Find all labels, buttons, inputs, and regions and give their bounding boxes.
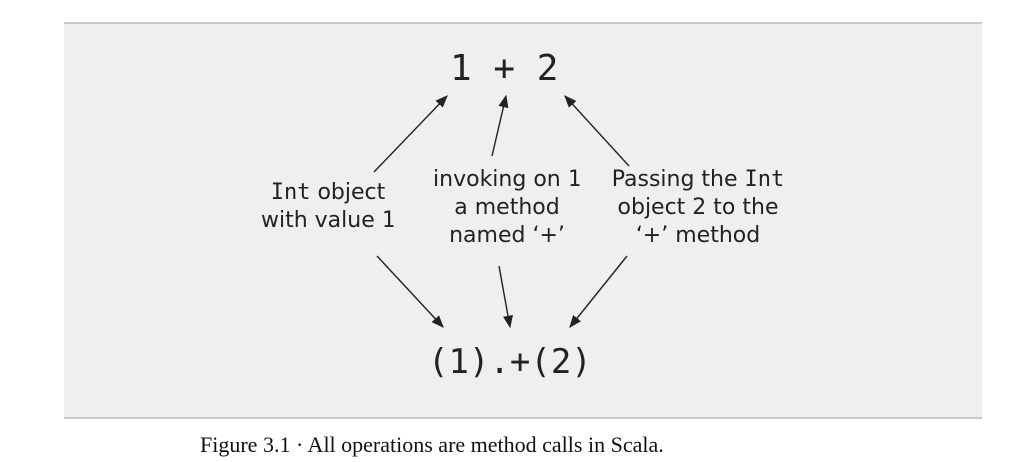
left-label-code: Int: [270, 180, 311, 205]
arrow-right-up: [564, 95, 630, 167]
middle-label-line-1: invoking on 1: [418, 166, 596, 194]
left-label-line-2: with value 1: [248, 207, 408, 235]
bottom-rule: [64, 417, 982, 419]
middle-label-code: 1: [567, 167, 581, 192]
top-rule: [64, 22, 982, 24]
right-label-line-1: Passing the Int: [603, 166, 793, 194]
left-label-text-2: with value: [260, 208, 382, 233]
arrows-layer: [373, 94, 630, 329]
bottom-expression: (1).+(2): [428, 342, 592, 382]
diagram-panel: [64, 24, 982, 417]
middle-label-line-2: a method: [454, 195, 560, 220]
arrow-middle-up: [491, 94, 509, 157]
right-label-line-2: object 2 to the: [617, 195, 779, 220]
left-label-line-1: Int object: [248, 179, 408, 207]
right-label-line-3: ‘+’ method: [635, 223, 761, 248]
right-label-code: Int: [744, 167, 785, 192]
right-label-text: Passing the: [611, 167, 745, 192]
middle-label-line-3: named ‘+’: [449, 223, 565, 248]
left-label-text: object: [310, 180, 386, 205]
right-label: Passing the Int object 2 to the ‘+’ meth…: [603, 166, 793, 250]
arrow-middle-down: [498, 265, 513, 329]
middle-label-text: invoking on: [433, 167, 568, 192]
left-label: Int object with value 1: [248, 179, 408, 235]
arrow-left-up: [373, 95, 448, 173]
arrow-left-down: [376, 255, 444, 328]
middle-label: invoking on 1 a method named ‘+’: [418, 166, 596, 250]
arrow-right-down: [569, 255, 628, 328]
left-label-code-2: 1: [381, 208, 395, 233]
top-expression: 1 + 2: [450, 48, 559, 89]
figure-caption: Figure 3.1 · All operations are method c…: [200, 432, 664, 457]
